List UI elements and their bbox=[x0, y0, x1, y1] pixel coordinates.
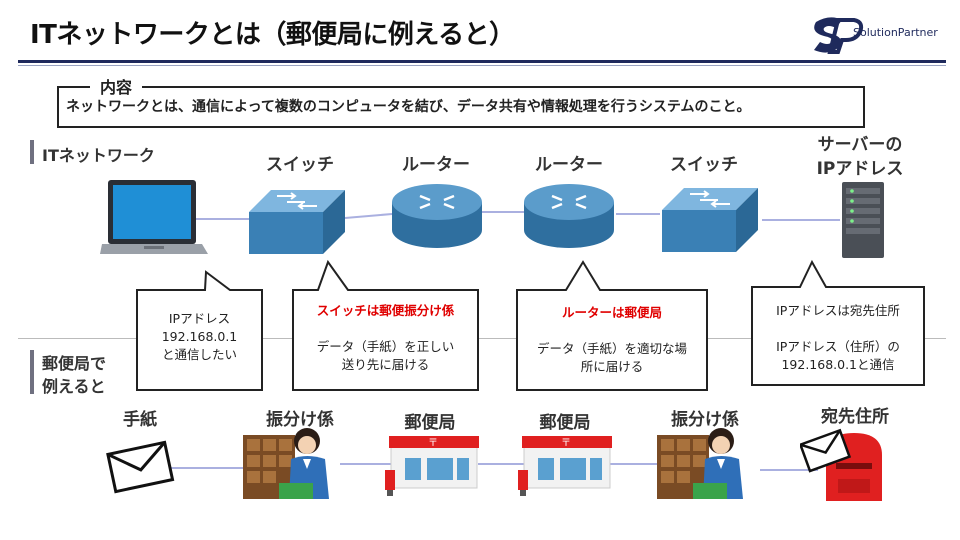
content-description: ネットワークとは、通信によって複数のコンピュータを結び、データ共有や情報処理を行… bbox=[66, 99, 751, 115]
server-label-line2: IPアドレス bbox=[816, 159, 904, 179]
section-title-it: ITネットワーク bbox=[42, 146, 155, 165]
callout-pc-line2: 192.168.0.1 bbox=[161, 329, 238, 344]
callout-switch-line1: データ（手紙）を正しい bbox=[316, 339, 455, 354]
router-icon bbox=[524, 184, 614, 248]
post-label-letter: 手紙 bbox=[123, 410, 157, 430]
mailbox-icon bbox=[800, 428, 882, 501]
server-label-line1: サーバーの bbox=[817, 135, 903, 155]
svg-text:〒: 〒 bbox=[561, 438, 571, 449]
title-divider bbox=[18, 60, 946, 63]
post-office-icon: 〒 bbox=[385, 436, 479, 496]
router-label-2: ルーター bbox=[535, 155, 603, 175]
callout-router: ルーターは郵便局 データ（手紙）を適切な場 所に届ける bbox=[519, 304, 705, 376]
post-label-sorter-2: 振分け係 bbox=[671, 410, 739, 430]
switch-icon bbox=[249, 190, 345, 254]
envelope-icon bbox=[106, 440, 175, 494]
section-title-post-line1: 郵便局で bbox=[42, 354, 107, 373]
callout-switch: スイッチは郵便振分け係 データ（手紙）を正しい 送り先に届ける bbox=[295, 302, 476, 374]
section-divider bbox=[18, 338, 946, 339]
callout-server-heading: IPアドレスは宛先住所 bbox=[776, 303, 900, 318]
content-box bbox=[57, 86, 865, 128]
callout-server-line2: 192.168.0.1と通信 bbox=[781, 357, 895, 372]
section-marker-post bbox=[30, 350, 34, 394]
post-label-sorter-1: 振分け係 bbox=[266, 410, 334, 430]
callout-switch-line2: 送り先に届ける bbox=[341, 357, 430, 372]
laptop-icon bbox=[100, 180, 208, 254]
post-label-office-1: 郵便局 bbox=[404, 413, 456, 433]
callout-server-line1: IPアドレス（住所）の bbox=[776, 339, 900, 354]
callout-pc: IPアドレス 192.168.0.1 と通信したい bbox=[139, 310, 260, 364]
logo-text: SolutionPartner bbox=[853, 26, 938, 39]
callout-router-line2: 所に届ける bbox=[580, 359, 644, 374]
mail-sorter-icon bbox=[657, 428, 743, 499]
callout-server: IPアドレスは宛先住所 IPアドレス（住所）の 192.168.0.1と通信 bbox=[754, 302, 922, 374]
title-divider-thin bbox=[18, 65, 946, 66]
page-title: ITネットワークとは（郵便局に例えると） bbox=[30, 20, 515, 50]
callout-switch-heading: スイッチは郵便振分け係 bbox=[316, 303, 455, 318]
content-label: 内容 bbox=[90, 74, 143, 98]
section-title-post-line2: 例えると bbox=[42, 377, 106, 396]
callout-pc-line1: IPアドレス bbox=[168, 311, 231, 326]
router-label-1: ルーター bbox=[402, 155, 470, 175]
post-label-address: 宛先住所 bbox=[821, 407, 889, 427]
section-marker-it bbox=[30, 140, 34, 164]
post-label-office-2: 郵便局 bbox=[539, 413, 591, 433]
switch-icon bbox=[662, 188, 758, 252]
callout-pc-line3: と通信したい bbox=[161, 347, 237, 362]
solution-partner-logo bbox=[814, 17, 864, 54]
callout-router-line1: データ（手紙）を適切な場 bbox=[536, 341, 687, 356]
svg-text:〒: 〒 bbox=[428, 438, 438, 449]
router-icon bbox=[392, 184, 482, 248]
switch-label-2: スイッチ bbox=[670, 155, 738, 175]
post-office-icon: 〒 bbox=[518, 436, 612, 496]
server-icon bbox=[842, 182, 884, 258]
mail-sorter-icon bbox=[243, 428, 329, 499]
callout-router-heading: ルーターは郵便局 bbox=[561, 305, 662, 320]
switch-label-1: スイッチ bbox=[266, 155, 334, 175]
